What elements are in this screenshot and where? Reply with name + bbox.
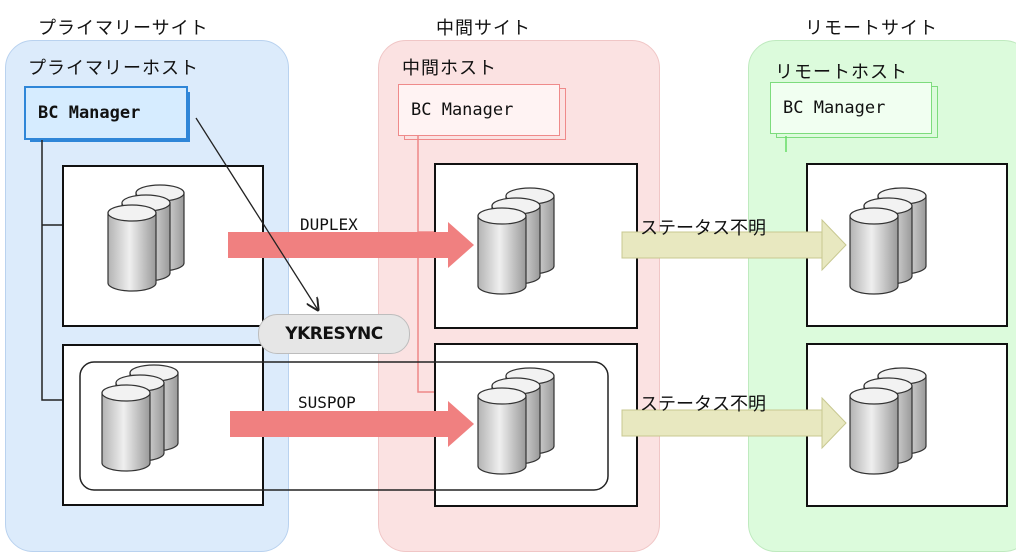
upper-copy-arrow [228,222,474,268]
remote-host-title: リモートホスト [775,62,908,83]
lower-copy-arrow [230,401,474,447]
lower-remote-status: ステータス不明 [640,394,766,415]
upper-pair-status: DUPLEX [300,215,358,234]
lower-pair-status: SUSPOP [298,393,356,412]
remote-lower-disk-1 [849,387,899,475]
lower-remote-arrow [621,396,847,450]
primary-host-connector [41,140,62,401]
primary-bc-manager: BC Manager [24,86,188,140]
upper-remote-arrow [621,218,847,272]
ykresync-command: YKRESYNC [258,314,410,354]
remote-bc-manager: BC Manager [770,82,932,134]
primary-host-title: プライマリーホスト [28,58,199,79]
remote-upper-disk-1 [849,207,899,295]
consistency-group-frame [79,361,609,491]
primary-upper-disk-1 [107,204,157,292]
primary-site-title: プライマリーサイト [38,18,209,39]
upper-remote-status: ステータス不明 [640,218,766,239]
volume-cylinders [101,184,927,475]
intermediate-upper-disk-1 [477,207,527,295]
remote-site-title: リモートサイト [805,18,938,39]
intermediate-bc-manager: BC Manager [398,84,560,136]
intermediate-site-title: 中間サイト [436,18,531,39]
intermediate-host-title: 中間ホスト [402,58,497,79]
primary-lower-disk-1 [101,384,151,472]
intermediate-lower-disk-1 [477,387,527,475]
intermediate-host-connector [417,136,434,393]
command-line [195,117,318,310]
diagram-shapes [41,117,927,491]
